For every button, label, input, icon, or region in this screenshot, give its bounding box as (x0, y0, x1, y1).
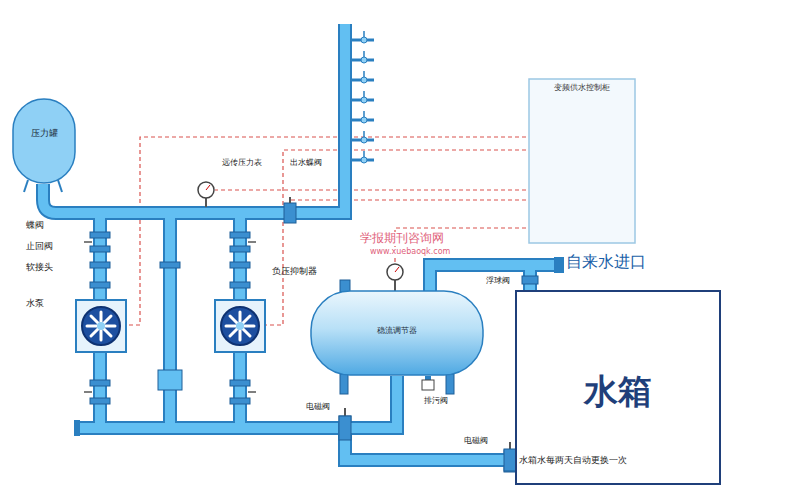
butterfly-valve (284, 197, 296, 223)
pipe-connector (345, 376, 515, 460)
tap-valve (361, 157, 367, 163)
part-label: 软接头 (26, 262, 53, 272)
part-label: 自来水进口 (566, 253, 646, 271)
control-cabinet: 变频供水控制柜 (528, 78, 636, 244)
pump (215, 300, 265, 352)
water-tank: 水箱水箱水每两天自动更换一次 (515, 290, 721, 485)
pipe (345, 376, 515, 460)
tap-valve (361, 57, 367, 63)
flow-regulator-body (311, 291, 483, 375)
tap-handle (363, 131, 365, 137)
part-label: 浮球阀 (486, 276, 510, 285)
end-cap (74, 420, 80, 436)
part-label: 负压抑制器 (272, 266, 317, 276)
part-label: 出水蝶阀 (290, 158, 322, 167)
node-label: 压力罐 (12, 128, 76, 138)
tap-valve (361, 77, 367, 83)
pressure-tank: 压力罐 (12, 98, 76, 184)
part-label: 电磁阀 (306, 402, 330, 411)
node-label: 变频供水控制柜 (528, 83, 636, 92)
part-label: 排污阀 (424, 396, 448, 405)
tap-handle (363, 51, 365, 57)
part-label: 水泵 (26, 298, 44, 308)
pressure-tank-outline (12, 98, 76, 184)
tap-handle (363, 71, 365, 77)
outlet-taps (352, 31, 374, 163)
tap-valve (361, 37, 367, 43)
valve-handles (84, 242, 256, 392)
tap-handle (363, 111, 365, 117)
solenoid-valve-body (339, 416, 351, 440)
pressure-tank-body (13, 99, 75, 183)
tap-handle (363, 151, 365, 157)
watermark: 学报期刊咨询网 (358, 232, 446, 246)
end-cap (554, 257, 564, 273)
pipe (43, 24, 560, 428)
watermark: www.xuebaoqk.com (368, 247, 452, 256)
part-label: 止回阀 (26, 241, 53, 251)
pipe-outline (43, 24, 560, 428)
node-label: 稳流调节器 (310, 326, 484, 335)
tap-valve (361, 97, 367, 103)
tap-handle (363, 31, 365, 37)
note-text: 水箱水每两天自动更换一次 (519, 455, 627, 465)
pressure-gauge (198, 182, 214, 207)
part-label: 电磁阀 (464, 436, 488, 445)
tap-valve (361, 117, 367, 123)
tap-valve (361, 137, 367, 143)
tap-handle (363, 91, 365, 97)
node-label: 水箱 (515, 372, 721, 411)
solenoid-valve (339, 416, 516, 471)
part-label: 蝶阀 (26, 220, 44, 230)
solenoid-valve-body (504, 449, 516, 471)
pipe-outline (345, 376, 515, 460)
part-label: 远传压力表 (222, 158, 262, 167)
water-tank-body (516, 291, 720, 484)
flow-regulator: 稳流调节器 (310, 290, 484, 376)
pump (76, 300, 126, 352)
control-cabinet-outline (528, 78, 636, 244)
control-cabinet-body (529, 79, 635, 243)
float-valve (522, 276, 538, 284)
